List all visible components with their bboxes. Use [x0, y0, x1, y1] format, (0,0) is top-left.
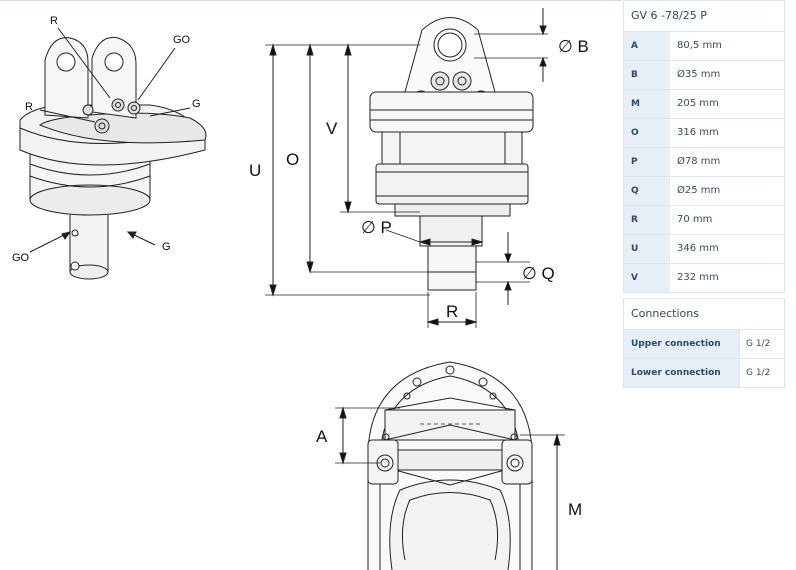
- spec-value: 232 mm: [677, 272, 719, 283]
- dim-label-p: ∅ P: [361, 218, 392, 237]
- rotator-technical-drawing: [19, 8, 565, 570]
- spec-row-p: P Ø78 mm: [624, 148, 784, 177]
- connection-key: Lower connection: [624, 359, 740, 387]
- side-view: [265, 8, 548, 328]
- spec-key: U: [624, 235, 670, 263]
- spec-key: A: [624, 32, 670, 60]
- dim-label-m: M: [568, 500, 583, 519]
- label-go-bottom: GO: [12, 252, 30, 264]
- spec-row-v: V 232 mm: [624, 264, 784, 292]
- isometric-view: [19, 27, 207, 280]
- spec-row-a: A 80,5 mm: [624, 32, 784, 61]
- spec-row-o: O 316 mm: [624, 119, 784, 148]
- top-divider: [0, 0, 622, 1]
- connection-value: G 1/2: [746, 339, 771, 349]
- dim-label-a: A: [316, 427, 328, 446]
- specifications-table: GV 6 -78/25 P A 80,5 mm B Ø35 mm M 205 m…: [623, 0, 785, 293]
- spec-key: R: [624, 206, 670, 234]
- connection-key: Upper connection: [624, 330, 740, 358]
- connections-table: Connections Upper connection G 1/2 Lower…: [623, 298, 785, 388]
- dim-label-o: O: [286, 150, 300, 169]
- spec-key: P: [624, 148, 670, 176]
- spec-key: Q: [624, 177, 670, 205]
- dim-label-v: V: [326, 119, 338, 138]
- connections-title: Connections: [624, 299, 784, 330]
- connection-row-lower: Lower connection G 1/2: [624, 359, 784, 387]
- spec-key: O: [624, 119, 670, 147]
- dim-label-u: U: [249, 161, 262, 180]
- spec-value: Ø35 mm: [677, 69, 721, 80]
- dim-label-q: ∅ Q: [522, 264, 555, 283]
- spec-row-b: B Ø35 mm: [624, 61, 784, 90]
- label-r-top: R: [50, 15, 58, 27]
- spec-value: 70 mm: [677, 214, 713, 225]
- top-view: [335, 361, 565, 570]
- label-g-right: G: [192, 98, 201, 110]
- spec-value: 316 mm: [677, 127, 719, 138]
- connection-row-upper: Upper connection G 1/2: [624, 330, 784, 359]
- spec-value: 205 mm: [677, 98, 719, 109]
- spec-row-u: U 346 mm: [624, 235, 784, 264]
- spec-value: Ø78 mm: [677, 156, 721, 167]
- spec-row-q: Q Ø25 mm: [624, 177, 784, 206]
- label-g-bottom: G: [162, 241, 171, 253]
- spec-key: M: [624, 90, 670, 118]
- spec-key: V: [624, 264, 670, 292]
- dim-label-b: ∅ B: [558, 37, 589, 56]
- spec-value: Ø25 mm: [677, 185, 721, 196]
- label-go-top: GO: [173, 34, 191, 46]
- spec-value: 80,5 mm: [677, 40, 722, 51]
- spec-row-m: M 205 mm: [624, 90, 784, 119]
- connection-value: G 1/2: [746, 368, 771, 378]
- specifications-title: GV 6 -78/25 P: [624, 1, 784, 32]
- spec-key: B: [624, 61, 670, 89]
- label-r-left: R: [25, 101, 33, 113]
- dim-label-r: R: [446, 302, 459, 321]
- spec-value: 346 mm: [677, 243, 719, 254]
- spec-row-r: R 70 mm: [624, 206, 784, 235]
